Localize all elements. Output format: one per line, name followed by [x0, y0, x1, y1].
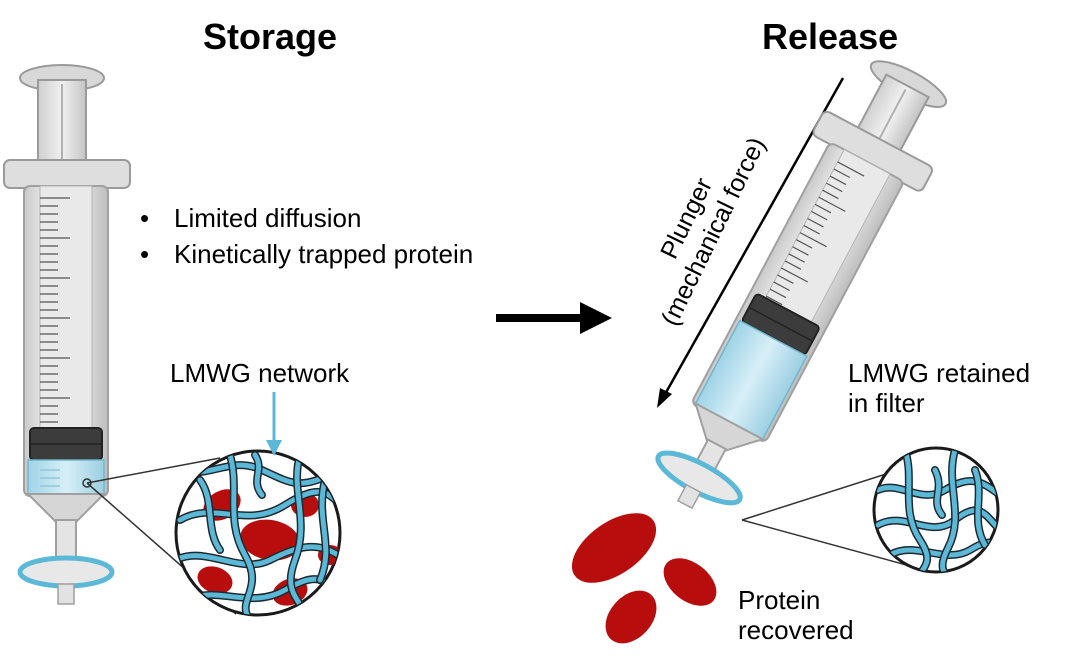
- gel-fiber: [972, 467, 988, 548]
- recovered-protein-droplets: [571, 513, 717, 644]
- gel-fiber: [940, 448, 958, 572]
- storage-note-item: • Limited diffusion: [140, 200, 473, 236]
- protein-recovered-label: Protein recovered: [738, 585, 854, 645]
- lmwg-retained-line2: in filter: [848, 388, 925, 418]
- protein-recovered-line2: recovered: [738, 615, 854, 645]
- title-storage: Storage: [203, 16, 338, 57]
- gel-fiber: [875, 478, 998, 498]
- gel-fiber: [197, 477, 223, 553]
- zoom-line: [741, 519, 911, 567]
- retained-gel-zoom: [872, 446, 1000, 574]
- lmwg-retained-label: LMWG retained in filter: [848, 358, 1030, 418]
- storage-syringe: [3, 64, 131, 605]
- gel-network-zoom: [174, 449, 342, 617]
- storage-note-text: Kinetically trapped protein: [174, 239, 474, 269]
- process-arrow: [496, 302, 612, 334]
- graduation-marks: [40, 197, 70, 431]
- barrel-flange: [3, 159, 131, 189]
- protein-droplet: [571, 513, 657, 583]
- title-release: Release: [762, 16, 899, 57]
- gel-fiber: [227, 452, 255, 615]
- gel-fiber: [932, 467, 945, 518]
- release-syringe: [655, 60, 948, 510]
- lmwg-network-label: LMWG network: [170, 358, 350, 388]
- storage-note-item: • Kinetically trapped protein: [140, 236, 473, 272]
- syringe-filter: [17, 555, 115, 589]
- gel-fiber: [252, 452, 265, 498]
- gel-in-syringe: [27, 459, 105, 495]
- protein-droplet: [605, 590, 657, 644]
- storage-note-text: Limited diffusion: [174, 203, 362, 233]
- storage-notes-list: • Limited diffusion • Kinetically trapped …: [140, 200, 473, 272]
- gel-fiber: [317, 477, 329, 583]
- protein-droplet: [663, 558, 717, 606]
- gel-fiber: [902, 448, 930, 572]
- syringe-filter-release: [655, 450, 743, 506]
- protein-recovered-line1: Protein: [738, 585, 821, 615]
- bullet-icon: •: [140, 203, 150, 233]
- bullet-icon: •: [140, 239, 150, 269]
- lmwg-retained-line1: LMWG retained: [848, 358, 1031, 388]
- zoom-line: [741, 473, 887, 521]
- protein-particle: [197, 566, 233, 594]
- zoom-line: [86, 457, 221, 484]
